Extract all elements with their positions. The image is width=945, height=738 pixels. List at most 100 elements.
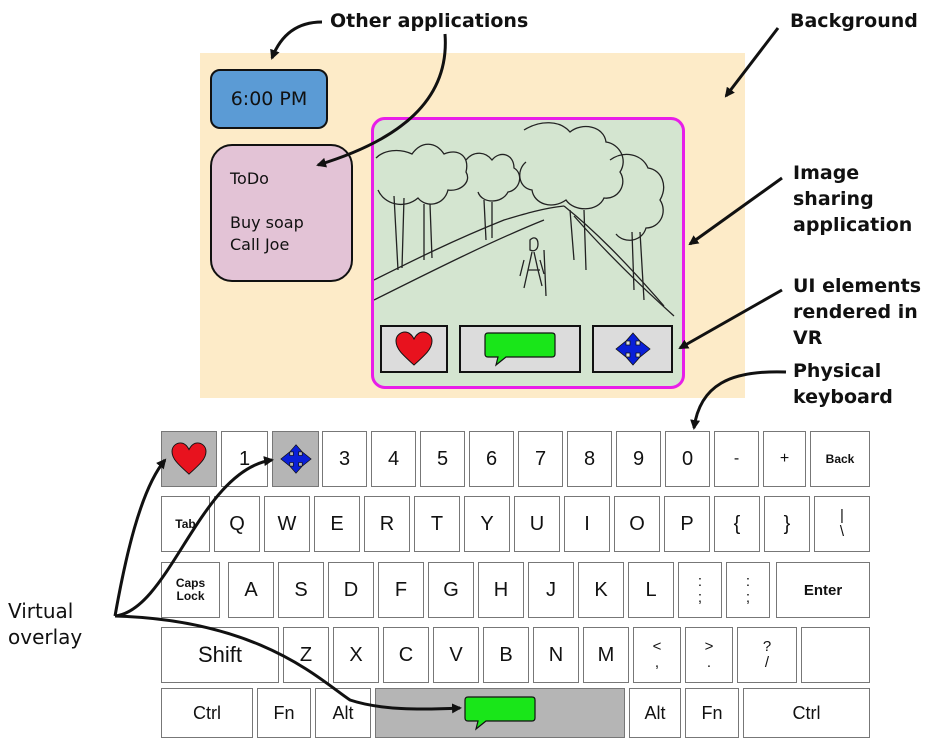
key-x[interactable]: X <box>333 627 379 683</box>
key-0[interactable]: 0 <box>665 431 710 487</box>
key-w[interactable]: W <box>264 496 310 552</box>
key-label: Q <box>229 513 245 535</box>
key-label: { <box>733 513 741 535</box>
share-button[interactable] <box>592 325 673 373</box>
key-label: Fn <box>273 703 295 723</box>
key-plus[interactable]: + <box>763 431 806 487</box>
key-6[interactable]: 6 <box>469 431 514 487</box>
key-label: 4 <box>387 448 400 470</box>
key-minus[interactable]: - <box>714 431 759 487</box>
key-label: T <box>430 513 444 535</box>
key-t[interactable]: T <box>414 496 460 552</box>
key-m[interactable]: M <box>583 627 629 683</box>
key-right-shift[interactable] <box>801 627 870 683</box>
key-c[interactable]: C <box>383 627 429 683</box>
key-o[interactable]: O <box>614 496 660 552</box>
key-question[interactable]: ? / <box>737 627 797 683</box>
like-button[interactable] <box>380 325 448 373</box>
key-5[interactable]: 5 <box>420 431 465 487</box>
clock-time: 6:00 PM <box>230 88 308 110</box>
key-3[interactable]: 3 <box>322 431 367 487</box>
key-label: > <box>704 638 714 655</box>
key-g[interactable]: G <box>428 562 474 618</box>
key-fn-left[interactable]: Fn <box>257 688 311 738</box>
key-fn-right[interactable]: Fn <box>685 688 739 738</box>
key-label: F <box>394 579 408 601</box>
key-label: . <box>706 654 712 671</box>
key-k[interactable]: K <box>578 562 624 618</box>
key-label: 8 <box>583 448 596 470</box>
label-virtual-overlay: Virtual overlay <box>8 599 83 649</box>
key-n[interactable]: N <box>533 627 579 683</box>
key-p[interactable]: P <box>664 496 710 552</box>
key-7[interactable]: 7 <box>518 431 563 487</box>
key-ctrl-left[interactable]: Ctrl <box>161 688 253 738</box>
key-label: M <box>597 644 615 666</box>
arrow-overlay-heart <box>113 458 167 617</box>
key-9[interactable]: 9 <box>616 431 661 487</box>
key-label: Lock <box>176 589 205 603</box>
key-j[interactable]: J <box>528 562 574 618</box>
key-pipe[interactable]: | \ <box>814 496 870 552</box>
key-greater-than[interactable]: > . <box>685 627 733 683</box>
key-u[interactable]: U <box>514 496 560 552</box>
key-h[interactable]: H <box>478 562 524 618</box>
key-back[interactable]: Back <box>810 431 870 487</box>
key-label: ; <box>745 589 751 606</box>
key-enter[interactable]: Enter <box>776 562 870 618</box>
key-label: Enter <box>803 581 843 599</box>
key-label: + <box>779 450 790 467</box>
key-y[interactable]: Y <box>464 496 510 552</box>
key-d[interactable]: D <box>328 562 374 618</box>
key-label: , <box>654 654 660 671</box>
key-shift[interactable]: Shift <box>161 627 279 683</box>
key-label: < <box>652 638 662 655</box>
key-label: Tab <box>175 516 196 531</box>
key-4[interactable]: 4 <box>371 431 416 487</box>
key-i[interactable]: I <box>564 496 610 552</box>
key-alt-right[interactable]: Alt <box>629 688 681 738</box>
key-r[interactable]: R <box>364 496 410 552</box>
key-label: R <box>379 513 395 535</box>
key-a[interactable]: A <box>228 562 274 618</box>
key-label: A <box>244 579 258 601</box>
key-label: 1 <box>238 448 251 470</box>
key-semicolon[interactable]: : ; <box>726 562 770 618</box>
key-8[interactable]: 8 <box>567 431 612 487</box>
key-label: L <box>645 579 657 601</box>
key-label: O <box>629 513 645 535</box>
overlay-key-heart[interactable] <box>161 431 217 487</box>
heart-icon <box>171 442 207 475</box>
key-label: Ctrl <box>792 703 821 723</box>
comment-button[interactable] <box>459 325 581 373</box>
key-q[interactable]: Q <box>214 496 260 552</box>
key-l[interactable]: L <box>628 562 674 618</box>
key-caps-lock[interactable]: Caps Lock <box>161 562 220 618</box>
key-close-brace[interactable]: } <box>764 496 810 552</box>
key-z[interactable]: Z <box>283 627 329 683</box>
key-e[interactable]: E <box>314 496 360 552</box>
key-label: ? <box>762 638 772 655</box>
key-label: E <box>330 513 344 535</box>
key-ctrl-right[interactable]: Ctrl <box>743 688 870 738</box>
key-label: } <box>783 513 791 535</box>
key-less-than[interactable]: < , <box>633 627 681 683</box>
overlay-key-spacebar-chat[interactable] <box>375 688 625 738</box>
key-open-brace[interactable]: { <box>714 496 760 552</box>
key-v[interactable]: V <box>433 627 479 683</box>
key-alt-left[interactable]: Alt <box>315 688 371 738</box>
key-label: K <box>594 579 608 601</box>
key-label: U <box>529 513 545 535</box>
key-label: B <box>499 644 513 666</box>
key-colon[interactable]: : ; <box>678 562 722 618</box>
key-f[interactable]: F <box>378 562 424 618</box>
key-label: G <box>443 579 459 601</box>
overlay-key-move[interactable] <box>272 431 319 487</box>
key-s[interactable]: S <box>278 562 324 618</box>
key-b[interactable]: B <box>483 627 529 683</box>
key-label: J <box>546 579 556 601</box>
label-other-applications: Other applications <box>330 10 529 32</box>
key-label: P <box>680 513 694 535</box>
key-tab[interactable]: Tab <box>161 496 210 552</box>
key-1[interactable]: 1 <box>221 431 268 487</box>
